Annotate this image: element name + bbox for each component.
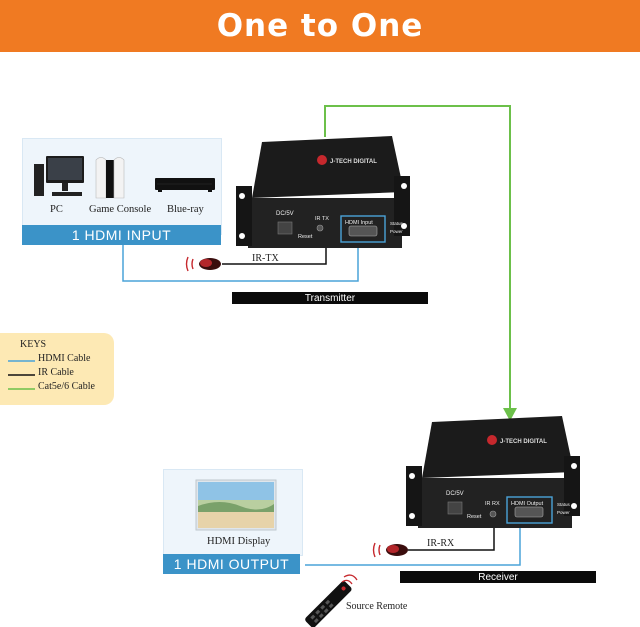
hdmi-cable-output — [305, 528, 521, 566]
receiver-ir-label: IR RX — [485, 501, 500, 507]
receiver-device: J-TECH DIGITAL DC/5V Reset IR RX HDMI Ou… — [406, 416, 580, 528]
key-hdmi-label: HDMI Cable — [38, 353, 91, 364]
transmitter-dc-label: DC/5V — [276, 211, 294, 217]
hdmi-cable-input — [122, 245, 359, 282]
receiver-label-bar: Receiver — [400, 571, 596, 583]
device-label-blueray: Blue-ray — [167, 204, 204, 215]
keys-title: KEYS — [20, 339, 47, 350]
ir-rx-label: IR-RX — [427, 538, 455, 549]
cat-cable — [324, 105, 511, 412]
transmitter-hdmi-label: HDMI Input — [345, 220, 373, 226]
input-panel-label: 1 HDMI INPUT — [22, 225, 221, 245]
ir-emitter-tx — [185, 256, 221, 272]
transmitter-status-label: Status — [390, 221, 404, 226]
receiver-brand: J-TECH DIGITAL — [500, 439, 547, 445]
pc-icon — [34, 156, 84, 196]
receiver-power-label: Power — [557, 510, 570, 515]
transmitter-reset-label: Reset — [298, 234, 313, 240]
transmitter-power-label: Power — [390, 229, 403, 234]
ir-receiver-rx — [372, 542, 408, 558]
receiver-reset-label: Reset — [467, 514, 482, 520]
receiver-hdmi-label: HDMI Output — [511, 501, 544, 507]
source-remote-icon — [305, 574, 358, 627]
game-console-icon — [95, 157, 125, 199]
hdmi-display-icon — [195, 479, 277, 531]
transmitter-brand: J-TECH DIGITAL — [330, 159, 377, 165]
cat-cable-arrowhead — [503, 408, 517, 421]
source-remote-label: Source Remote — [346, 601, 408, 612]
transmitter-ir-label: IR TX — [315, 216, 329, 222]
blueray-player-icon — [155, 178, 215, 192]
title-banner: One to One — [0, 0, 640, 52]
keys-legend: KEYS HDMI Cable IR Cable Cat5e/6 Cable — [0, 333, 114, 405]
device-label-game-console: Game Console — [89, 204, 152, 215]
receiver-dc-label: DC/5V — [446, 491, 464, 497]
banner-title: One to One — [216, 8, 424, 44]
transmitter-device: J-TECH DIGITAL DC/5V Reset IR TX HDMI In… — [236, 136, 410, 248]
ir-cable-rx — [408, 526, 495, 551]
key-cat-label: Cat5e/6 Cable — [38, 381, 95, 392]
output-panel-label: 1 HDMI OUTPUT — [163, 554, 300, 574]
receiver-status-label: Status — [557, 502, 571, 507]
device-label-pc: PC — [50, 204, 63, 215]
ir-tx-label: IR-TX — [252, 253, 279, 264]
key-ir-label: IR Cable — [38, 367, 74, 378]
transmitter-label-bar: Transmitter — [232, 292, 428, 304]
display-label: HDMI Display — [207, 536, 271, 547]
